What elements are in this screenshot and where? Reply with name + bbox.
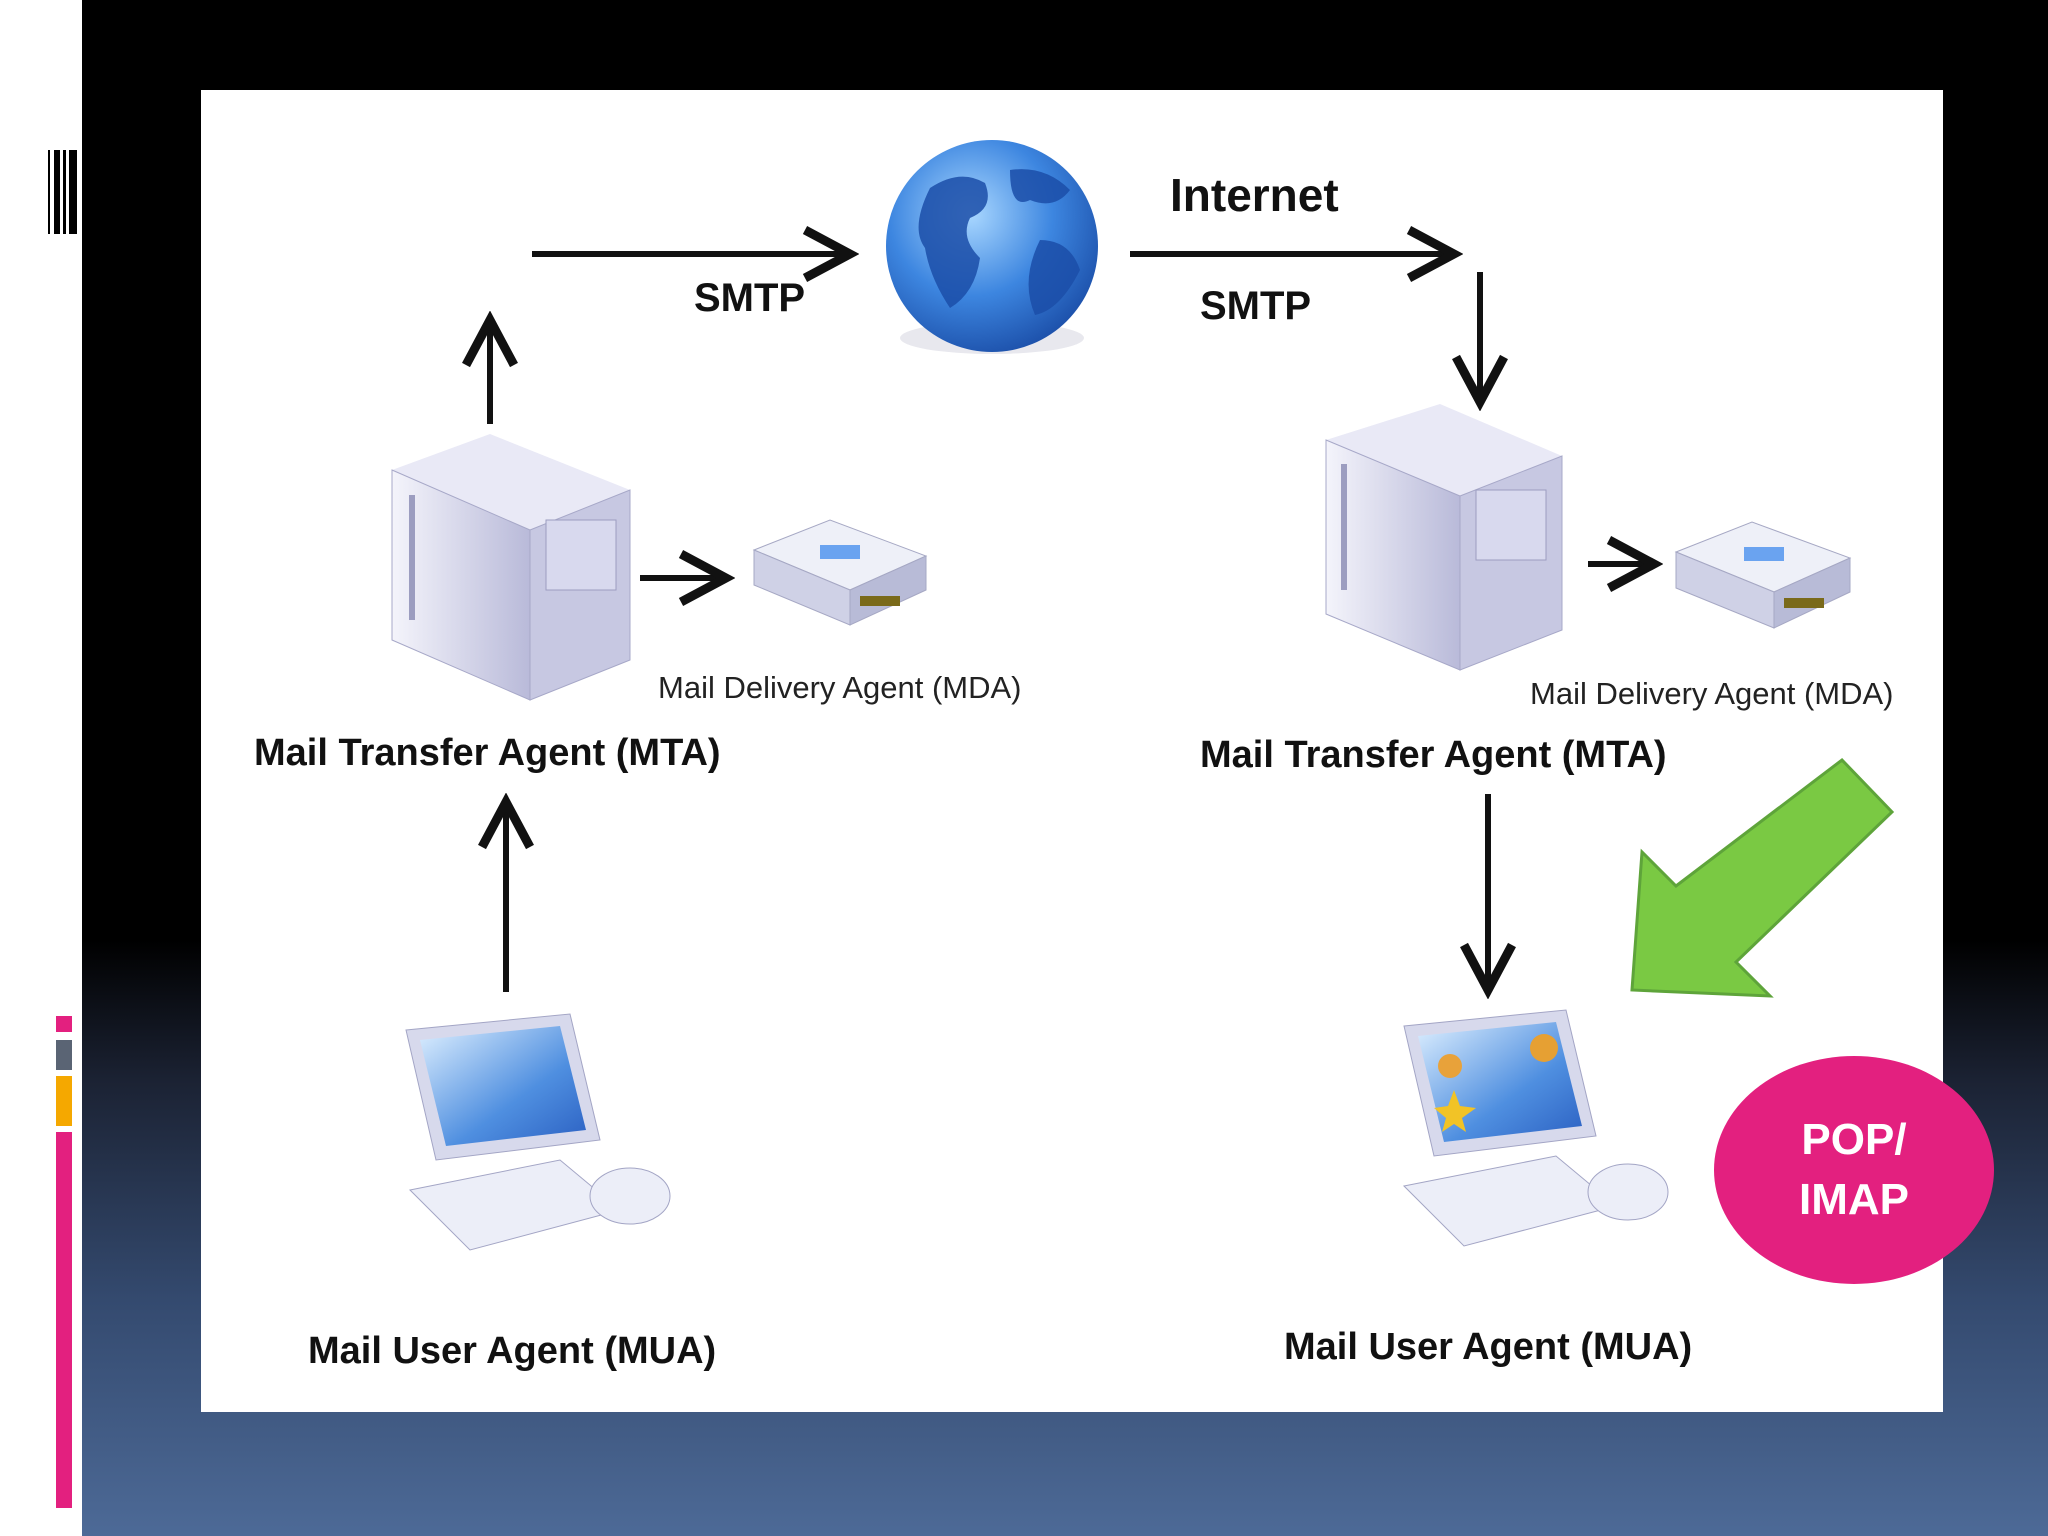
- pink-bar-small: [56, 1016, 72, 1032]
- right-mta-server-icon: [1325, 404, 1563, 671]
- internet-label: Internet: [1170, 169, 1339, 221]
- left-mua-label: Mail User Agent (MUA): [308, 1330, 717, 1372]
- badge-line-2: IMAP: [1799, 1175, 1909, 1224]
- green-highlight-arrow: [1630, 757, 1895, 998]
- barcode-icon: [48, 150, 80, 234]
- left-decoration: [48, 150, 80, 1508]
- left-mda-label: Mail Delivery Agent (MDA): [658, 670, 1022, 705]
- smtp-label-left: SMTP: [694, 276, 806, 320]
- pink-bar-tall: [56, 1132, 72, 1508]
- globe-icon: [886, 140, 1098, 354]
- left-mta-server-icon: [391, 434, 631, 701]
- right-mua-computer-icon: [1402, 1009, 1669, 1247]
- gold-bar: [56, 1076, 72, 1126]
- right-mda-label: Mail Delivery Agent (MDA): [1530, 676, 1894, 711]
- smtp-label-right: SMTP: [1200, 284, 1312, 328]
- left-mua-computer-icon: [405, 1013, 671, 1251]
- left-mta-label: Mail Transfer Agent (MTA): [254, 732, 721, 774]
- left-mda-disk-icon: [752, 519, 928, 626]
- right-mta-label: Mail Transfer Agent (MTA): [1200, 734, 1667, 776]
- gray-bar: [56, 1040, 72, 1070]
- right-mua-label: Mail User Agent (MUA): [1284, 1326, 1693, 1368]
- right-mda-disk-icon: [1674, 521, 1852, 629]
- pop-imap-badge: POP/ IMAP: [1714, 1056, 1994, 1284]
- badge-line-1: POP/: [1801, 1115, 1907, 1164]
- flow-arrows: [490, 254, 1654, 992]
